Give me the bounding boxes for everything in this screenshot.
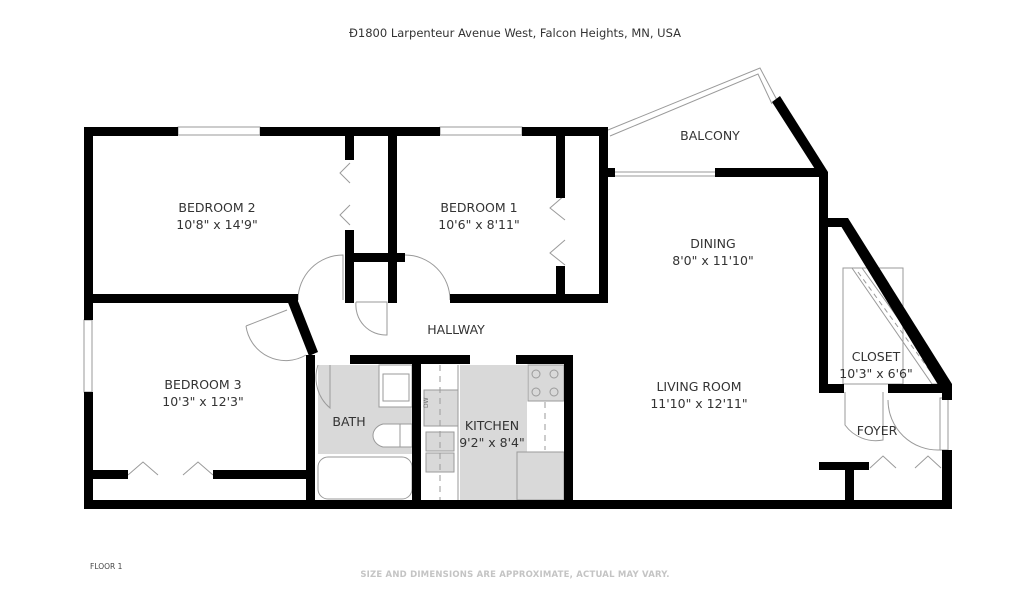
room-dimensions: 10'8" x 14'9" [176,217,258,232]
disclaimer: SIZE AND DIMENSIONS ARE APPROXIMATE, ACT… [360,570,670,580]
room-living-room: LIVING ROOM 11'10" x 12'11" [650,378,747,412]
room-dimensions: 10'3" x 12'3" [162,394,244,409]
room-name: KITCHEN [464,418,520,433]
room-dimensions: 9'2" x 8'4" [459,435,525,450]
room-foyer: FOYER [857,422,898,439]
toilet [372,423,404,448]
room-name: BALCONY [680,128,740,143]
room-name: BATH [332,414,366,429]
room-kitchen: KITCHEN 9'2" x 8'4" [459,417,525,451]
dishwasher-label: DW [423,397,430,408]
room-dimensions: 8'0" x 11'10" [672,253,754,268]
room-name: HALLWAY [427,322,485,337]
refrigerator [516,451,565,501]
room-dimensions: 11'10" x 12'11" [650,396,748,411]
room-balcony: BALCONY [680,127,740,144]
dishwasher [423,389,459,427]
room-name: LIVING ROOM [656,379,742,394]
room-bedroom-1: BEDROOM 1 10'6" x 8'11" [438,199,519,233]
room-bedroom-3: BEDROOM 3 10'3" x 12'3" [162,376,243,410]
room-name: BEDROOM 1 [440,200,518,215]
room-dimensions: 10'6" x 8'11" [438,217,520,232]
toilet-tank [399,423,413,448]
room-bedroom-2: BEDROOM 2 10'8" x 14'9" [176,199,257,233]
room-name: DINING [690,236,736,251]
room-name: BEDROOM 2 [178,200,256,215]
room-name: FOYER [856,423,898,438]
door-swings [127,162,942,476]
kitchen-floor [460,365,527,500]
room-hallway: HALLWAY [427,321,485,338]
room-dimensions: 10'3" x 6'6" [839,366,913,381]
sink-basin [382,373,410,402]
room-name: CLOSET [851,349,901,364]
room-bath: BATH [332,413,365,430]
fixtures [317,267,946,501]
room-dining: DINING 8'0" x 11'10" [672,235,753,269]
walls [84,96,952,509]
bathtub [317,456,413,500]
room-name: BEDROOM 3 [164,377,242,392]
room-closet: CLOSET 10'3" x 6'6" [839,348,912,382]
floor-label: FLOOR 1 [90,562,123,571]
property-address: Ð1800 Larpenteur Avenue West, Falcon Hei… [349,26,681,40]
